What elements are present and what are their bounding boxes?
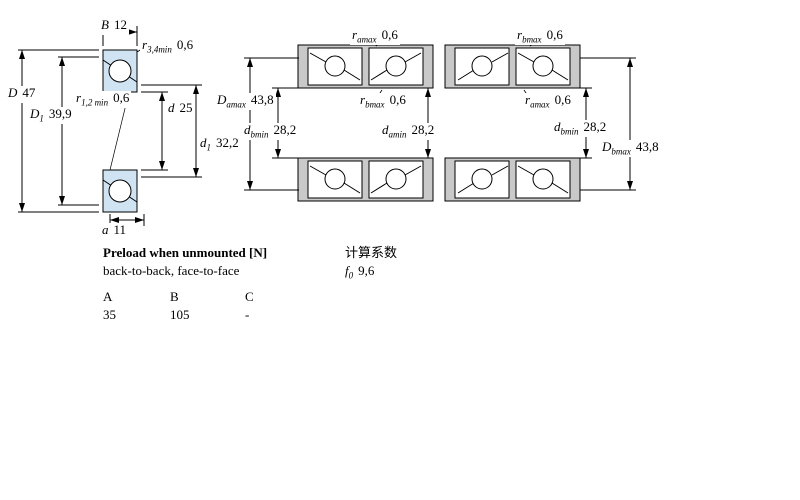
ball-icon [108,179,132,203]
preload-col-C: C [245,289,254,304]
face-to-face-drawing [444,44,581,202]
back-to-back-drawing [297,44,434,202]
single-bearing-drawing [102,49,138,213]
ball-icon [471,168,493,190]
preload-val-B: 105 [170,307,190,322]
ball-icon [385,55,407,77]
ball-icon [324,55,346,77]
preload-subtitle: back-to-back, face-to-face [103,263,240,278]
ball-icon [385,168,407,190]
calculation-factors-title: 计算系数 [345,245,398,260]
preload-col-B: B [170,289,179,304]
ball-icon [532,168,554,190]
ball-icon [324,168,346,190]
preload-val-C: - [245,307,250,322]
preload-col-A: A [103,289,113,304]
preload-title: Preload when unmounted [N] [103,245,268,260]
ball-icon [532,55,554,77]
preload-val-A: 35 [103,307,116,322]
ball-icon [471,55,493,77]
ball-icon [108,59,132,83]
